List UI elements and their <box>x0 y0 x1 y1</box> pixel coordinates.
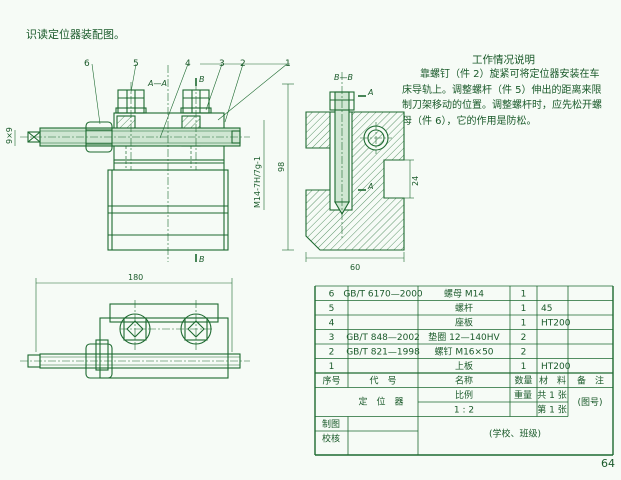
section-mark-a-top: A <box>367 88 373 97</box>
top-outline <box>99 317 229 379</box>
front-view <box>14 63 294 262</box>
bom-cell-no: 1 <box>329 362 335 372</box>
bom-cell-code: GB/T 6170—2000 <box>343 290 423 300</box>
bom-cell-no: 2 <box>329 348 335 358</box>
bom-cell-name: 螺钉 M16×50 <box>434 347 493 358</box>
bom-cell-material: 45 <box>541 304 552 314</box>
bom-header-code: 代 号 <box>369 376 396 387</box>
bom-cell-name: 座板 <box>455 317 473 329</box>
bom-cell-no: 3 <box>329 333 335 343</box>
bom-header-note: 备 注 <box>577 375 604 387</box>
sheet-number: 第 1 张 <box>537 404 566 416</box>
bom-cell-qty: 2 <box>521 333 527 343</box>
bom-cell-qty: 1 <box>521 290 527 300</box>
bom-cell-name: 垫圈 12—140HV <box>428 331 500 343</box>
bom-cell-qty: 1 <box>521 304 527 314</box>
notes-body: 靠螺钉（件 2）旋紧可将定位器安装在车 床导轨上。调整螺杆（件 5）伸出的距离来… <box>402 67 612 129</box>
scale-label: 比例 <box>455 389 473 401</box>
section-mark-b-bottom: B <box>199 255 205 264</box>
dim-60: 60 <box>350 263 360 272</box>
bom-header-no: 序号 <box>322 375 340 387</box>
bom-cell-name: 螺杆 <box>455 302 473 314</box>
school-class: (学校、班级) <box>489 428 541 440</box>
bom-cell-no: 4 <box>329 319 335 329</box>
part-label-1: 1 <box>285 59 291 69</box>
drawn-by-label: 制图 <box>322 418 340 430</box>
bom-cell-no: 5 <box>329 304 335 314</box>
top-view <box>20 278 250 379</box>
section-mark-aa: A—A <box>147 79 167 88</box>
dim-9x9: 9×9 <box>5 127 14 144</box>
dim-m14: M14-7H/7g-1 <box>253 156 262 208</box>
part-label-2: 2 <box>240 59 246 69</box>
bom-cell-qty: 1 <box>521 362 527 372</box>
scale-value: 1 : 2 <box>454 406 474 416</box>
part-label-3: 3 <box>219 59 225 69</box>
section-body <box>305 111 405 251</box>
checked-by-label: 校核 <box>322 433 340 445</box>
bom-header-qty: 数量 <box>514 375 532 387</box>
bom-cell-material: HT200 <box>541 319 571 329</box>
sheet-total: 共 1 张 <box>537 390 566 401</box>
part-label-4: 4 <box>185 59 191 69</box>
assembly-name: 定 位 器 <box>358 396 403 408</box>
part-label-5: 5 <box>133 59 139 69</box>
bom-cell-qty: 1 <box>521 319 527 329</box>
bom-header-name: 名称 <box>455 375 473 387</box>
task-instruction: 识读定位器装配图。 <box>26 28 125 41</box>
notes-line: 床导轨上。调整螺杆（件 5）伸出的距离来限 <box>402 84 602 96</box>
bom-cell-qty: 2 <box>521 348 527 358</box>
section-mark-b-top: B <box>199 75 205 84</box>
bom-cell-name: 上板 <box>455 360 473 372</box>
notes-line: 制刀架移动的位置。调整螺杆时，应先松开螺 <box>402 100 602 111</box>
notes-title: 工作情况说明 <box>472 54 535 66</box>
weight-label: 重量 <box>514 389 532 401</box>
notes-line: 靠螺钉（件 2）旋紧可将定位器安装在车 <box>420 69 600 80</box>
section-mark-a-bottom: A <box>367 182 373 191</box>
bom-header-material: 材 料 <box>539 375 566 387</box>
page-number: 64 <box>601 457 615 470</box>
section-bb-title: B—B <box>334 73 353 82</box>
section-view-bb <box>305 72 414 262</box>
bom-cell-no: 6 <box>329 290 335 300</box>
bom-cell-code: GB/T 821—1998 <box>346 348 420 358</box>
bom-cell-name: 螺母 M14 <box>444 289 484 300</box>
drawing-number: (图号) <box>577 397 602 408</box>
bom-cell-code: GB/T 848—2002 <box>346 333 420 343</box>
dim-180: 180 <box>128 273 143 282</box>
dim-98: 98 <box>277 162 286 172</box>
dim-24: 24 <box>411 176 420 186</box>
notes-line: 母（件 6），它的作用是防松。 <box>402 115 537 127</box>
bom-cell-material: HT200 <box>541 362 571 372</box>
part-label-6: 6 <box>84 59 90 69</box>
